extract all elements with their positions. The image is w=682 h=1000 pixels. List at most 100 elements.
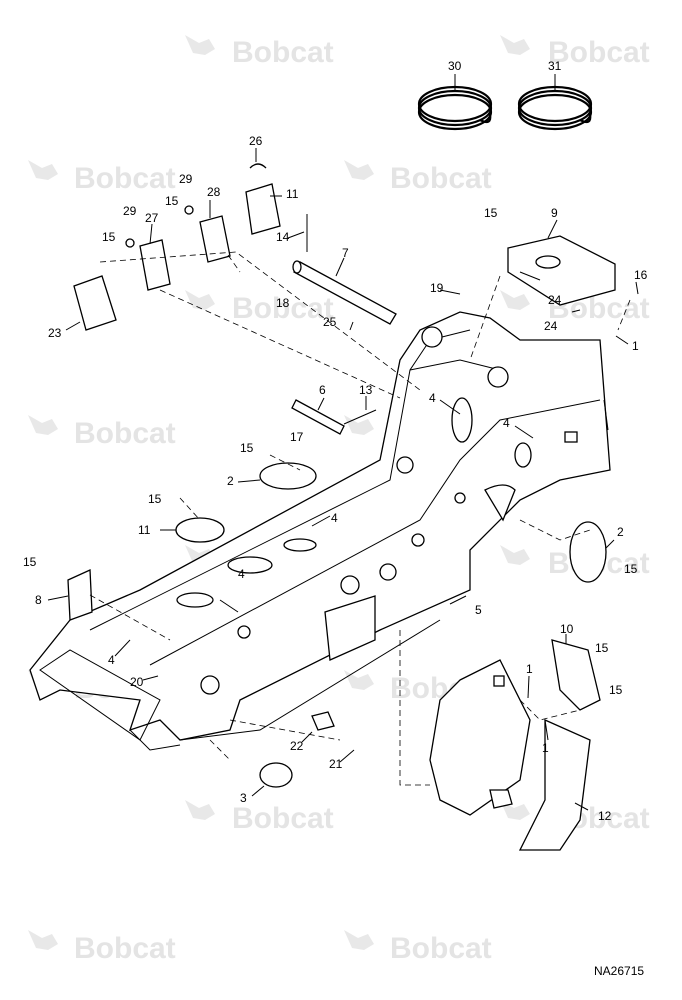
- callout-label: 13: [359, 383, 373, 397]
- callout-label: 11: [138, 523, 151, 537]
- callout-label: 4: [108, 653, 115, 667]
- callout-label: 3: [240, 791, 247, 805]
- callout-label: 9: [551, 206, 558, 220]
- callout-label: 1: [526, 662, 533, 676]
- callout-label: 10: [560, 622, 574, 636]
- bobcat-logo-icon: [185, 800, 215, 820]
- watermark-text: Bobcat: [390, 162, 492, 195]
- callout-label: 23: [48, 326, 62, 340]
- watermark: Bobcat: [185, 800, 334, 835]
- callout-label: 4: [238, 567, 245, 581]
- watermark-text: Bobcat: [74, 417, 176, 450]
- grommet-29-upper: [184, 205, 194, 215]
- callout-label: 15: [595, 641, 609, 655]
- callout-label: 15: [624, 562, 638, 576]
- cover-9: [507, 235, 616, 306]
- watermark: Bobcat: [28, 415, 176, 450]
- watermark-text: Bobcat: [232, 802, 334, 835]
- cover-plate-28: [199, 215, 231, 263]
- callout-label: 18: [276, 296, 290, 310]
- callout-label: 20: [130, 675, 144, 689]
- callout-label: 4: [331, 511, 338, 525]
- watermark-text: Bobcat: [548, 36, 650, 69]
- bobcat-logo-icon: [185, 290, 215, 310]
- callout-label: 6: [319, 383, 326, 397]
- watermark: Bobcat: [28, 930, 176, 965]
- bobcat-logo-icon: [500, 545, 530, 565]
- callout-label: 30: [448, 59, 462, 73]
- bolt-13: [343, 409, 377, 425]
- bobcat-logo-icon: [500, 290, 530, 310]
- cover-plate-27: [139, 239, 171, 291]
- pin-6: [291, 399, 345, 435]
- bracket-8: [67, 569, 93, 621]
- callout-label: 15: [484, 206, 498, 220]
- watermark-text: Bobcat: [390, 932, 492, 965]
- hose-coil-30: [417, 85, 493, 131]
- watermark: Bobcat: [344, 930, 492, 965]
- callout-label: 2: [617, 525, 624, 539]
- callout-label: 28: [207, 185, 221, 199]
- callout-label: 29: [123, 204, 137, 218]
- hose-coil-31: [517, 85, 593, 131]
- callout-label: 2: [227, 474, 234, 488]
- callout-labels: 30 31 26 29 28 11 15 29 27 15 14 7 15 9 …: [23, 59, 648, 823]
- main-frame-5: [29, 311, 611, 751]
- callout-label: 15: [23, 555, 37, 569]
- callout-label: 15: [165, 194, 179, 208]
- watermark: Bobcat: [344, 160, 492, 195]
- bobcat-logo-icon: [28, 160, 58, 180]
- callout-label: 4: [429, 391, 436, 405]
- bobcat-logo-icon: [28, 415, 58, 435]
- tank-12: [429, 659, 591, 851]
- callout-label: 4: [503, 416, 510, 430]
- bracket-24: [571, 309, 581, 313]
- callout-label: 21: [329, 757, 343, 771]
- callout-label: 26: [249, 134, 263, 148]
- callout-label: 19: [430, 281, 444, 295]
- callout-label: 1: [632, 339, 639, 353]
- bobcat-logo-icon: [344, 415, 374, 435]
- callout-label: 24: [544, 319, 558, 333]
- callout-label: 22: [290, 739, 304, 753]
- callout-label: 15: [240, 441, 254, 455]
- bobcat-logo-icon: [344, 670, 374, 690]
- callout-label: 1: [542, 741, 549, 755]
- bobcat-logo-icon: [28, 930, 58, 950]
- callout-label: 12: [598, 809, 612, 823]
- cover-plate-2-upper: [259, 462, 317, 490]
- callout-label: 16: [634, 268, 648, 282]
- leader-lines: [47, 74, 639, 811]
- bobcat-logo-icon: [185, 35, 215, 55]
- callout-label: 15: [148, 492, 162, 506]
- clip-26: [249, 163, 267, 169]
- watermark-text: Bobcat: [232, 36, 334, 69]
- cover-plate-2-right: [569, 521, 607, 583]
- callout-label: 24: [548, 293, 562, 307]
- watermark: Bobcat: [185, 290, 334, 325]
- callout-label: 29: [179, 172, 193, 186]
- pin-7: [292, 260, 397, 325]
- watermark: Bobcat: [28, 160, 176, 195]
- cover-plate-3: [259, 762, 293, 788]
- callout-label: 31: [548, 59, 562, 73]
- callout-label: 15: [102, 230, 116, 244]
- callout-label: 27: [145, 211, 159, 225]
- watermark: Bobcat: [500, 35, 650, 69]
- grommet-29-lower: [125, 238, 135, 248]
- latch-22: [311, 711, 335, 731]
- bobcat-logo-icon: [344, 160, 374, 180]
- reference-code: NA26715: [594, 964, 644, 978]
- watermark-text: Bobcat: [74, 932, 176, 965]
- bobcat-logo-icon: [344, 930, 374, 950]
- watermark: Bobcat: [185, 35, 334, 69]
- watermark-text: Bobcat: [74, 162, 176, 195]
- callout-label: 7: [342, 246, 349, 260]
- cover-plate-23: [73, 275, 117, 331]
- callout-label: 25: [323, 315, 337, 329]
- shield-10: [551, 639, 601, 711]
- callout-label: 8: [35, 593, 42, 607]
- callout-label: 14: [276, 230, 290, 244]
- bobcat-logo-icon: [500, 35, 530, 55]
